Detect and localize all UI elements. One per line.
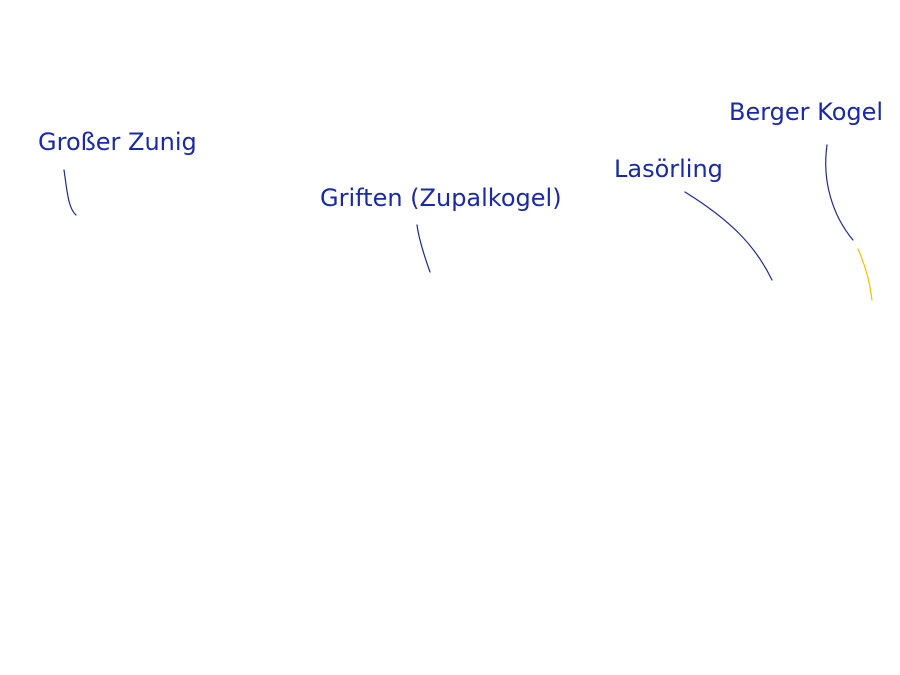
leader-line-berger-kogel (825, 144, 854, 241)
leader-line-lasoerling (684, 191, 773, 281)
peak-griften-zupalkogel: Griften (Zupalkogel) (320, 184, 562, 273)
peak-lasoerling: Lasörling (614, 155, 773, 281)
leader-line-griften-zupalkogel (416, 224, 431, 273)
peak-grosser-zunig: Großer Zunig (38, 128, 197, 216)
leader-line-grosser-zunig (63, 169, 77, 216)
peak-label-grosser-zunig: Großer Zunig (38, 128, 197, 156)
peak-label-griften-zupalkogel: Griften (Zupalkogel) (320, 184, 562, 212)
peak-berger-kogel: Berger Kogel (729, 98, 883, 301)
peak-label-berger-kogel: Berger Kogel (729, 98, 883, 126)
peak-label-lasoerling: Lasörling (614, 155, 723, 183)
leader-line-berger-kogel-accent (857, 248, 873, 301)
